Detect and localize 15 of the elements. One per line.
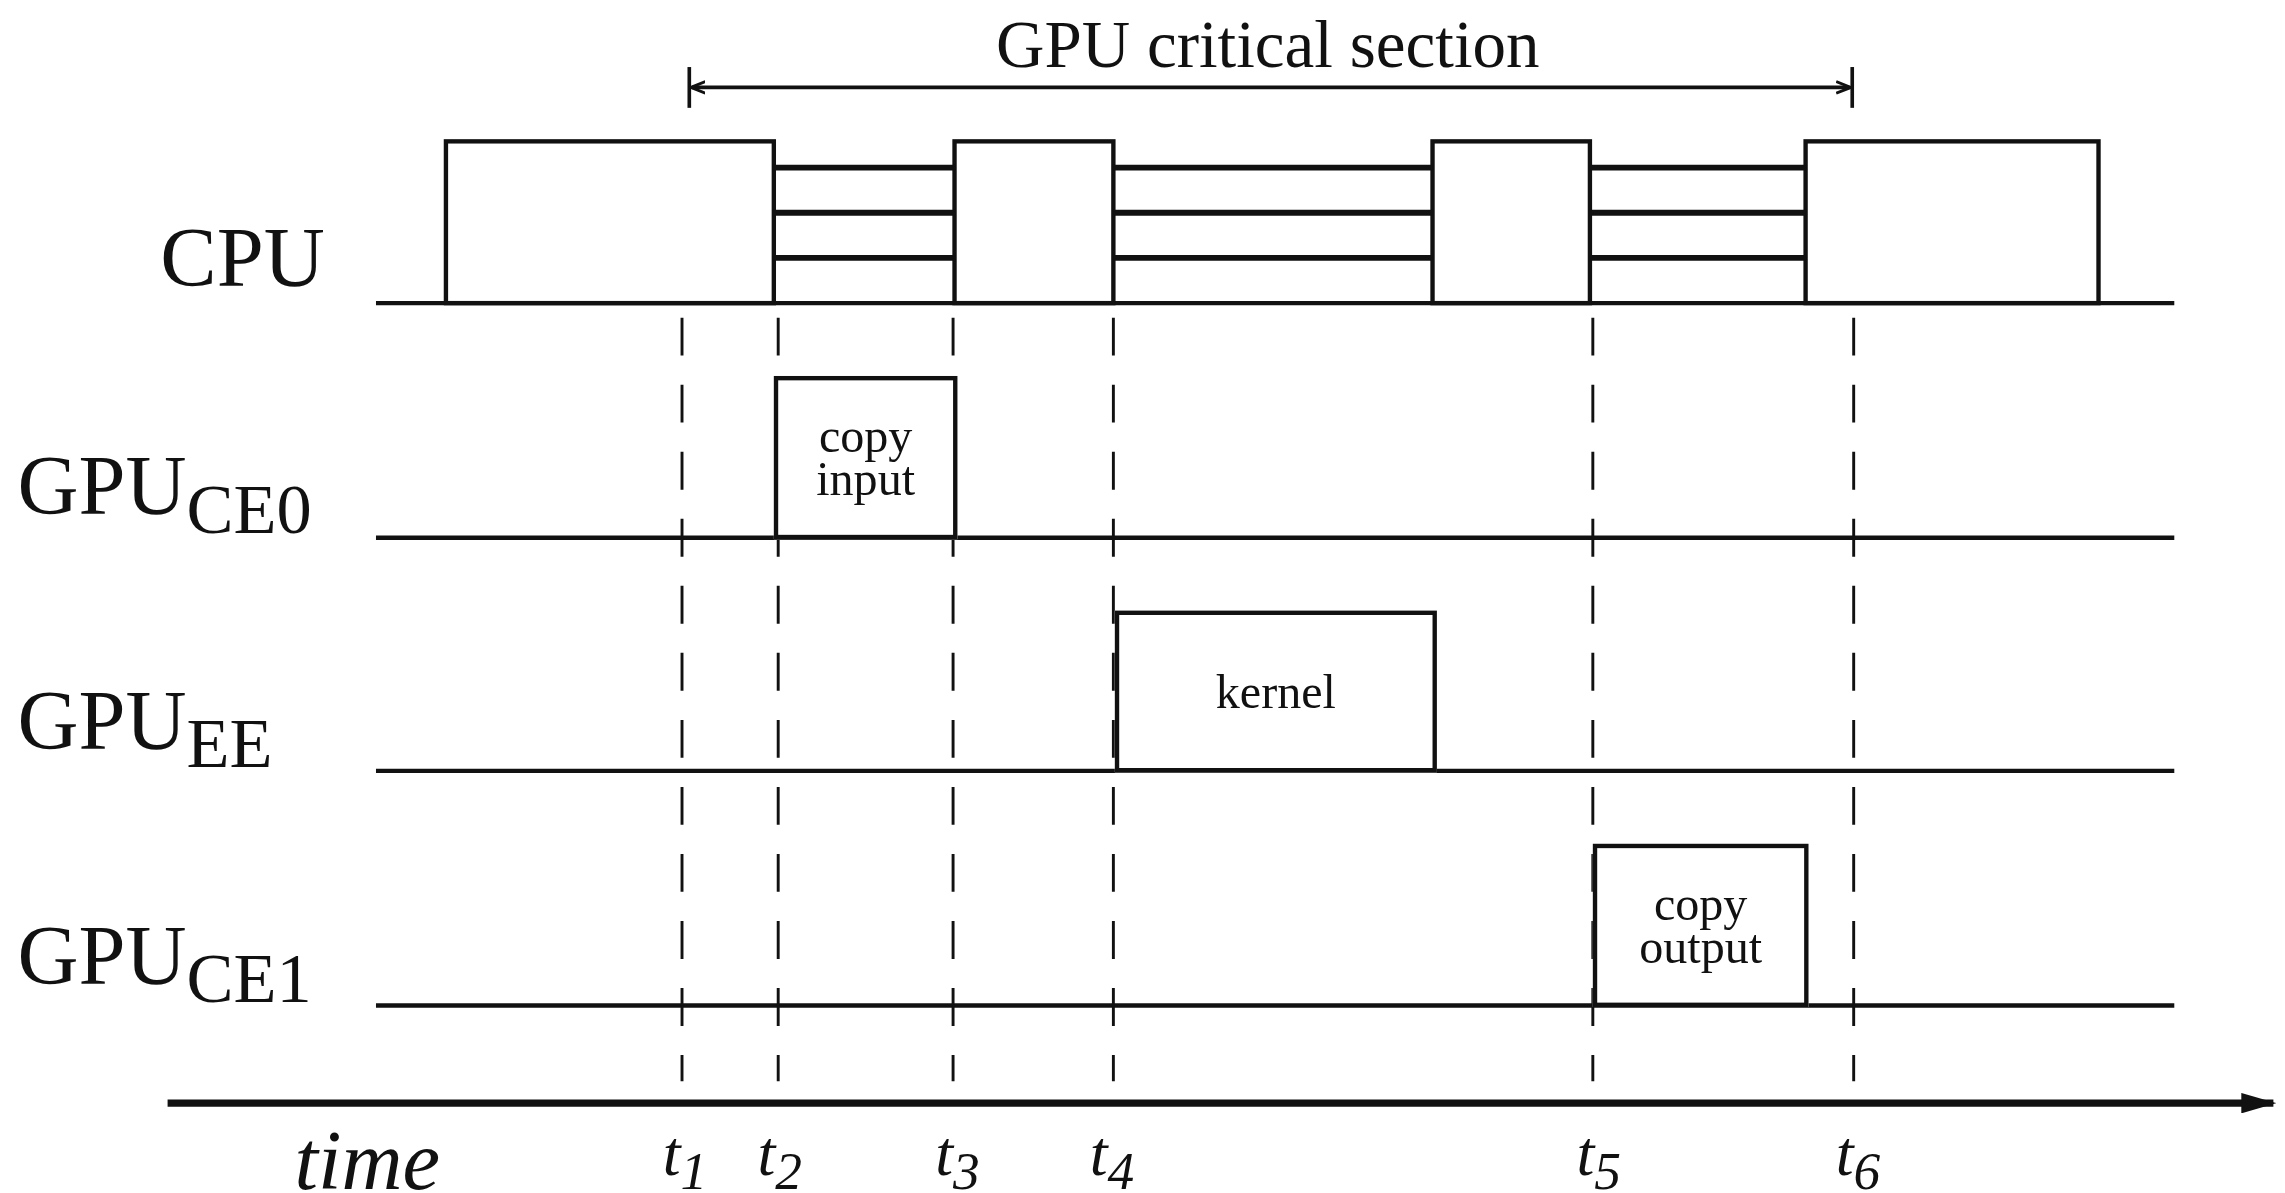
tick-label: t$_{3}$ <box>935 1122 980 1193</box>
row-label: GPU$_{CE0}$ <box>17 444 312 545</box>
task-box <box>1114 610 1437 773</box>
tick-label: t$_{4}$ <box>1089 1122 1135 1193</box>
row-label: CPU <box>160 215 325 301</box>
tick-label: t$_{6}$ <box>1835 1122 1881 1193</box>
tick-label: t$_{2}$ <box>757 1122 802 1193</box>
task-label: kernel <box>1215 669 1336 714</box>
section-title: GPU critical section <box>996 11 1540 79</box>
task-box <box>1592 843 1809 1007</box>
tick-label: t$_{5}$ <box>1576 1122 1621 1193</box>
axis-label: time <box>294 1119 440 1193</box>
row-label: GPU$_{EE}$ <box>17 679 273 780</box>
row-label: GPU$_{CE1}$ <box>17 913 312 1015</box>
tick-label: t$_{1}$ <box>662 1122 708 1193</box>
